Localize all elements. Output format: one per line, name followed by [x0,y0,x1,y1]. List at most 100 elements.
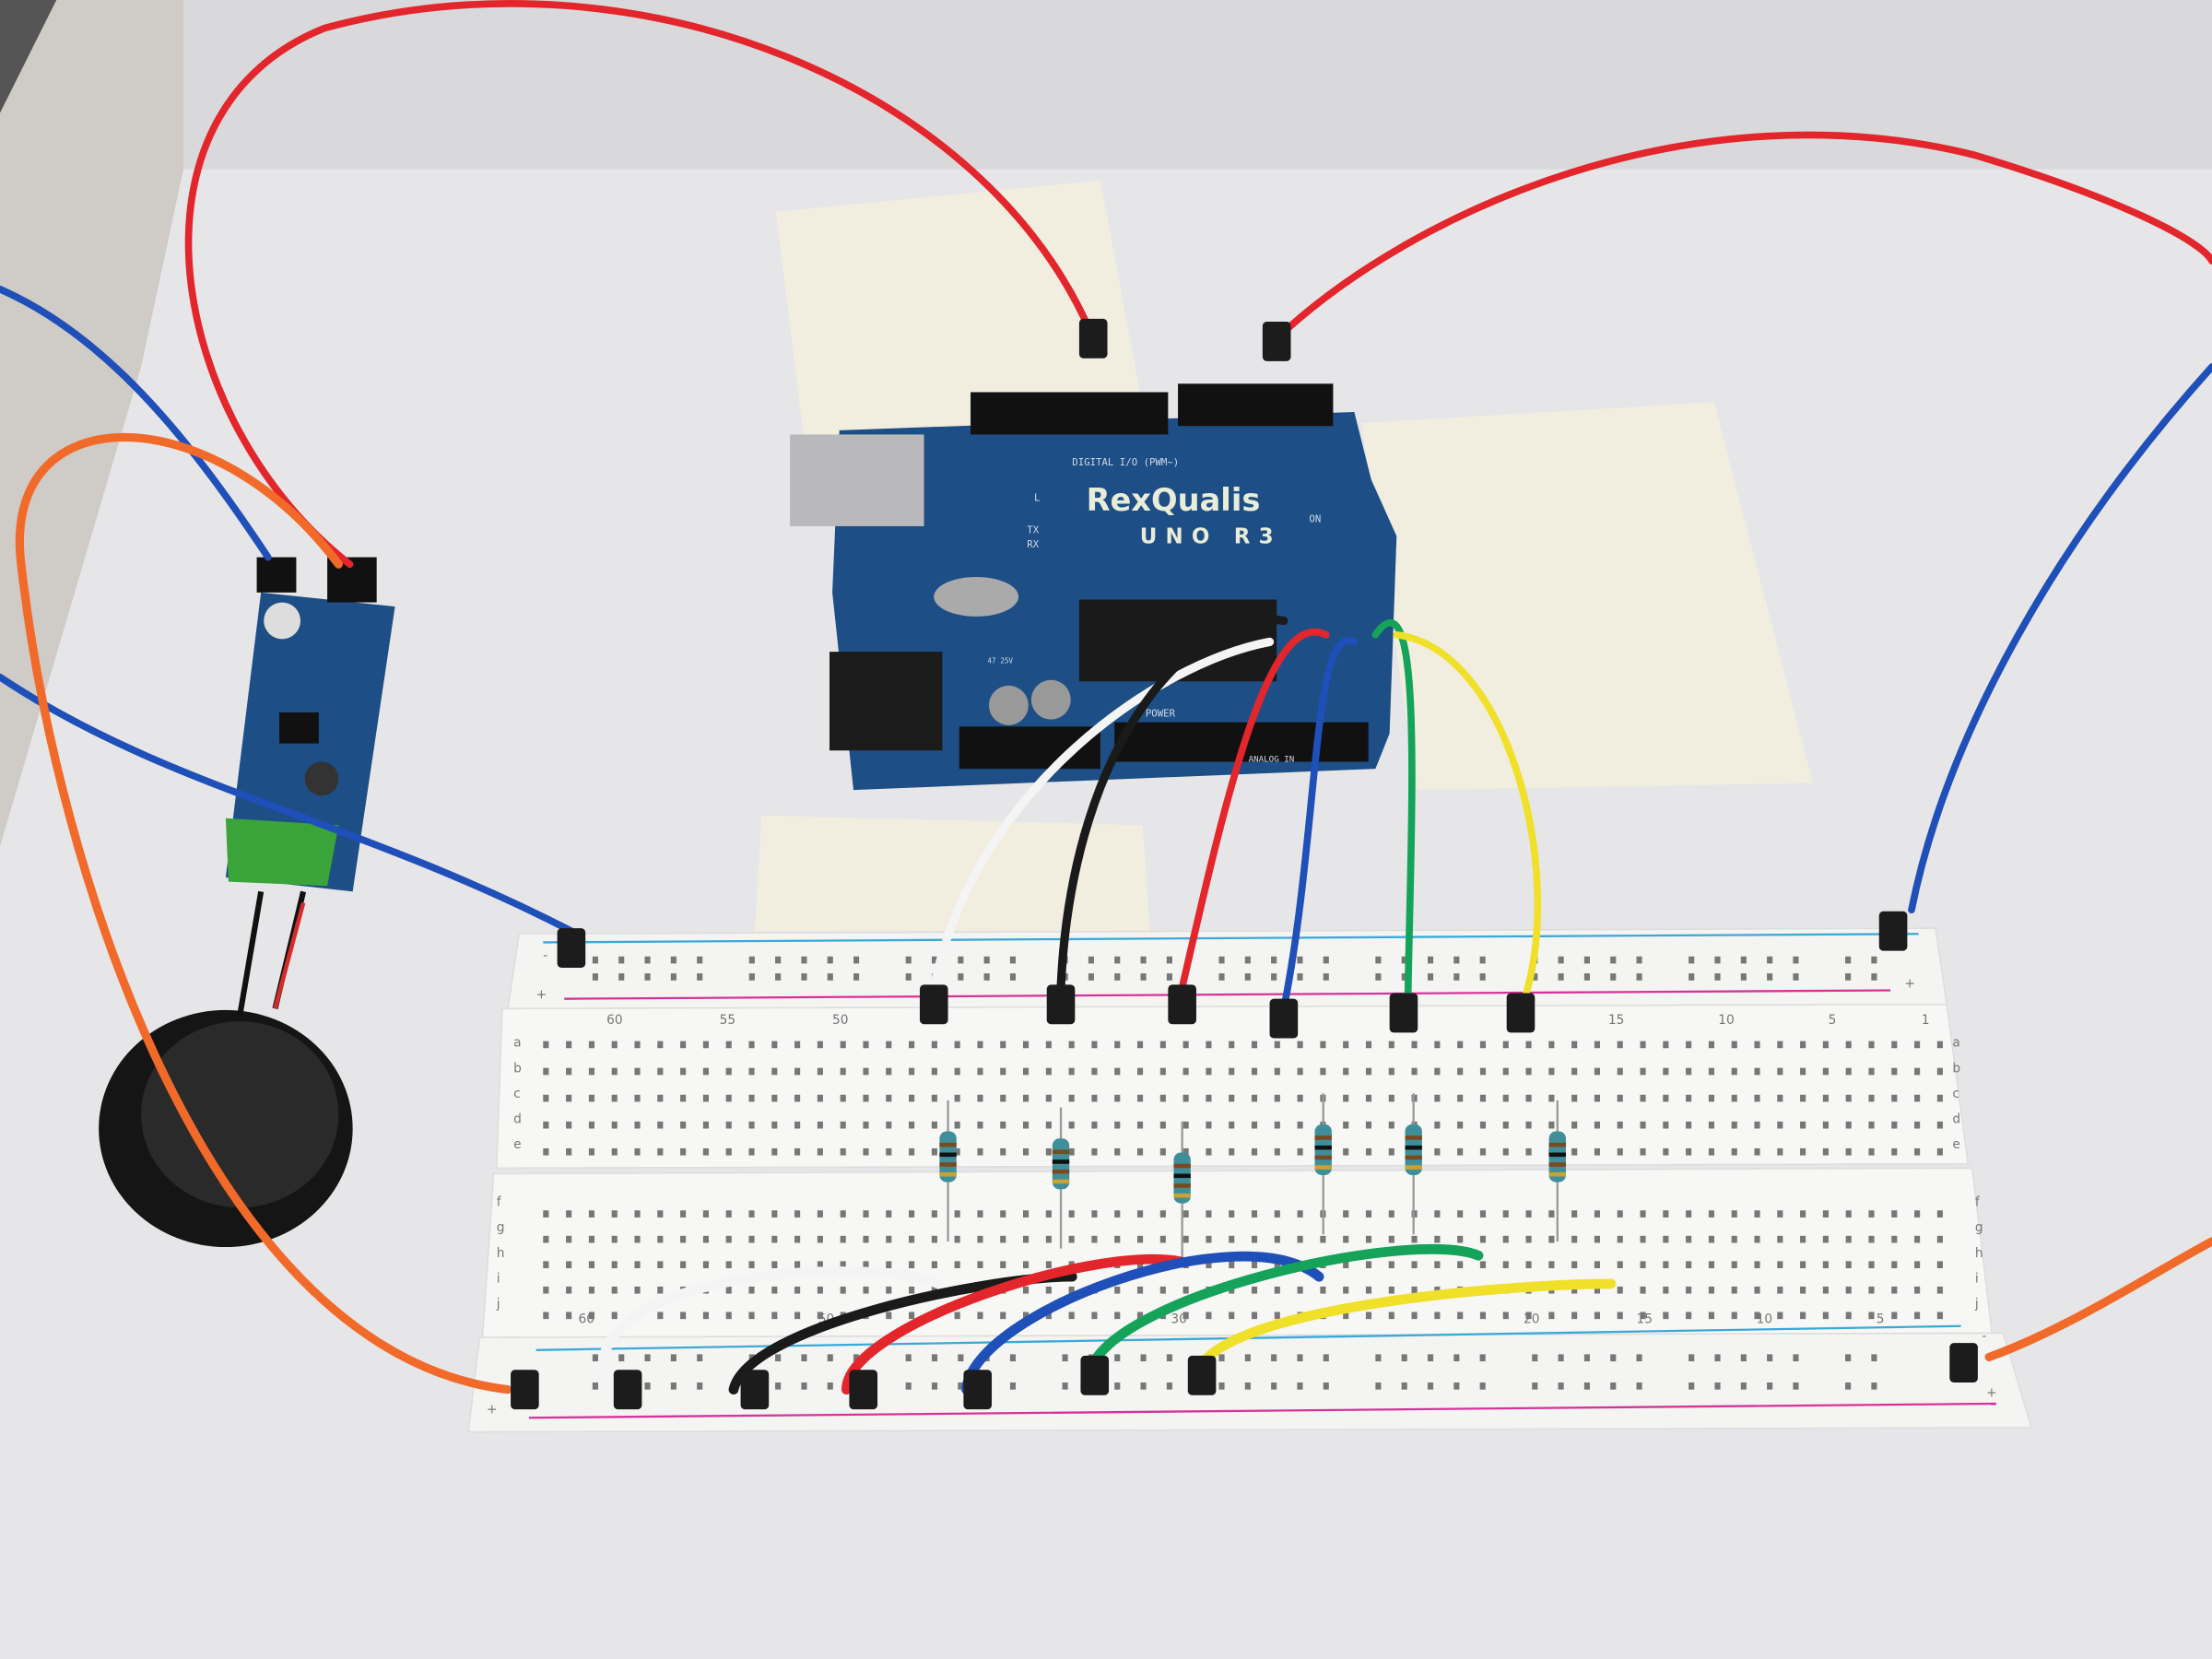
breadboard-hole [1023,1147,1030,1156]
breadboard-hole [1343,1235,1349,1243]
breadboard-hole [1525,1235,1532,1243]
breadboard-hole [588,1235,594,1243]
breadboard-hole [566,1312,572,1320]
breadboard-hole [909,1235,915,1243]
breadboard-hole [977,1235,983,1243]
breadboard-hole [1136,1312,1144,1320]
wire-blue-top [1280,637,1359,1013]
rail-hole [1114,973,1121,981]
breadboard-hole [1411,1286,1418,1294]
breadboard-hole [1708,1067,1714,1076]
rail-hole [1375,1382,1382,1390]
breadboard-hole [1708,1286,1714,1294]
breadboard-hole [1274,1312,1280,1320]
breadboard-hole [977,1041,983,1049]
breadboard-hole [863,1286,869,1294]
resistor-band [939,1162,957,1167]
breadboard-hole [886,1041,892,1049]
breadboard-hole [1617,1210,1623,1218]
breadboard-hole [1822,1121,1829,1129]
breadboard-hole [794,1041,801,1049]
breadboard-hole [1754,1312,1760,1320]
breadboard-hole [1388,1147,1394,1156]
breadboard-hole [977,1094,983,1102]
rail-hole [592,956,598,964]
rail-hole [1062,1354,1068,1362]
breadboard-hole [1479,1041,1487,1049]
breadboard-hole [1000,1312,1006,1320]
breadboard-hole [1891,1147,1898,1156]
breadboard-hole [863,1121,869,1129]
breadboard-hole [1251,1067,1258,1076]
rail-hole [1714,1354,1721,1362]
crystal [934,577,1019,617]
rail-hole [697,1354,703,1362]
breadboard-hole [840,1121,846,1129]
breadboard-hole [1868,1041,1875,1049]
breadboard-hole [1800,1121,1806,1129]
breadboard-hole [634,1067,641,1076]
breadboard-hole [1091,1235,1098,1243]
breadboard-hole [1868,1210,1875,1218]
breadboard-hole [1708,1094,1714,1102]
wire-white-top [929,637,1275,993]
rail-hole [1740,973,1747,981]
breadboard-hole [1663,1286,1669,1294]
breadboard-hole [1914,1067,1921,1076]
breadboard-hole [1571,1067,1578,1076]
breadboard-hole [680,1094,687,1102]
breadboard-hole [1777,1261,1783,1269]
resistor-band [1173,1183,1191,1188]
breadboard-hole [1023,1067,1030,1076]
breadboard-hole [1251,1147,1258,1156]
rail-hole [1453,1382,1460,1390]
breadboard-hole [1434,1261,1441,1269]
breadboard-hole [863,1235,869,1243]
breadboard-hole [1068,1210,1075,1218]
rail-hole [1636,956,1642,964]
breadboard-hole [680,1235,687,1243]
breadboard-hole [543,1041,549,1049]
breadboard-hole [1434,1094,1441,1102]
rail-hole [1845,956,1852,964]
breadboard-hole [680,1067,687,1076]
rail-hole [931,1354,938,1362]
breadboard-hole [1845,1286,1852,1294]
breadboard-hole [1434,1147,1441,1156]
breadboard-hole [1343,1041,1349,1049]
rail-hole [1583,1354,1590,1362]
breadboard-hole [588,1210,594,1218]
breadboard-hole [1663,1210,1669,1218]
breadboard-hole [1229,1041,1235,1049]
rail-hole [801,973,807,981]
breadboard-hole [725,1235,732,1243]
breadboard-hole [634,1210,641,1218]
breadboard-hole [817,1210,823,1218]
rail-hole [1453,1354,1460,1362]
breadboard-hole [1640,1094,1646,1102]
breadboard-hole [931,1067,937,1076]
breadboard-hole [1365,1235,1372,1243]
rail-hole [1427,1354,1434,1362]
breadboard-hole [1274,1121,1280,1129]
rail-hole [1610,1354,1617,1362]
breadboard-hole [1914,1235,1921,1243]
breadboard-hole [1800,1261,1806,1269]
rail-hole [1009,973,1017,981]
rail-hole [905,1382,912,1390]
column-number: 55 [720,1013,736,1028]
rail-hole [983,973,990,981]
rail-hole [1401,1382,1407,1390]
breadboard-hole [1000,1147,1006,1156]
breadboard-hole [1136,1147,1144,1156]
breadboard-hole [1206,1235,1212,1243]
rail-hole [1558,956,1564,964]
rail-hole [1323,973,1329,981]
breadboard-hole [1571,1041,1578,1049]
breadboard-hole [977,1121,983,1129]
jumper-plug [1269,998,1299,1039]
breadboard-hole [1365,1286,1372,1294]
rail-hole [1871,1354,1877,1362]
rail-plus-top-right: + [1904,976,1915,991]
rail-hole [1401,1354,1407,1362]
